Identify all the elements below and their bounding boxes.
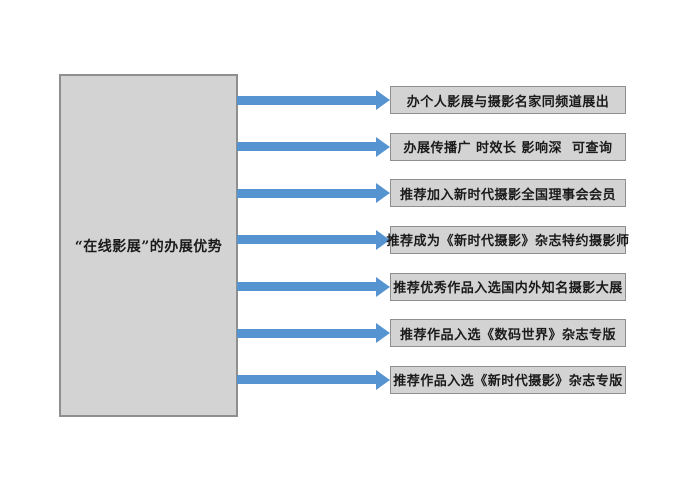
advantage-row: 推荐成为《新时代摄影》杂志特约摄影师: [237, 225, 629, 254]
arrow-shaft: [237, 235, 376, 245]
arrow-shaft: [237, 328, 376, 338]
arrow-head: [376, 323, 390, 344]
advantage-row: 推荐加入新时代摄影全国理事会会员: [237, 179, 626, 208]
arrow-shaft: [237, 375, 376, 385]
advantage-label: 推荐作品入选《数码世界》杂志专版: [399, 327, 616, 343]
advantage-box: 推荐加入新时代摄影全国理事会会员: [390, 179, 626, 208]
right-arrow-icon: [237, 133, 390, 161]
advantage-row: 办展传播广 时效长 影响深 可查询: [237, 132, 626, 161]
right-arrow-icon: [237, 86, 390, 114]
advantage-row: 推荐作品入选《数码世界》杂志专版: [237, 319, 626, 348]
arrow-shaft: [237, 95, 376, 105]
advantage-box: 办展传播广 时效长 影响深 可查询: [390, 132, 626, 161]
advantage-label: 推荐优秀作品入选国内外知名摄影大展: [393, 281, 623, 297]
advantage-box: 推荐优秀作品入选国内外知名摄影大展: [390, 272, 626, 301]
advantage-row: 办个人影展与摄影名家同频道展出: [237, 86, 626, 114]
right-arrow-icon: [237, 179, 390, 207]
arrow-shaft: [237, 142, 376, 152]
advantage-box: 办个人影展与摄影名家同频道展出: [390, 86, 626, 114]
advantage-box: 推荐作品入选《数码世界》杂志专版: [390, 319, 626, 348]
root-box: “在线影展”的办展优势: [59, 74, 238, 417]
arrow-head: [376, 276, 390, 297]
arrow-head: [376, 369, 390, 390]
advantage-label: 推荐加入新时代摄影全国理事会会员: [399, 187, 616, 203]
arrow-head: [376, 229, 390, 250]
advantage-box: 推荐作品入选《新时代摄影》杂志专版: [390, 365, 626, 394]
advantage-rows: 办个人影展与摄影名家同频道展出 办展传播广 时效长 影响深 可查询 推荐加入新时…: [237, 86, 629, 394]
right-arrow-icon: [237, 226, 390, 254]
arrow-shaft: [237, 188, 376, 198]
advantage-label: 推荐成为《新时代摄影》杂志特约摄影师: [386, 234, 630, 250]
advantage-row: 推荐优秀作品入选国内外知名摄影大展: [237, 272, 626, 301]
right-arrow-icon: [237, 366, 390, 394]
right-arrow-icon: [237, 319, 390, 347]
advantage-row: 推荐作品入选《新时代摄影》杂志专版: [237, 365, 626, 394]
arrow-head: [376, 90, 390, 110]
arrow-shaft: [237, 282, 376, 292]
root-box-label: “在线影展”的办展优势: [74, 238, 223, 255]
advantage-label: 办展传播广 时效长 影响深 可查询: [403, 141, 613, 157]
right-arrow-icon: [237, 273, 390, 301]
advantage-label: 办个人影展与摄影名家同频道展出: [406, 94, 610, 110]
arrow-head: [376, 183, 390, 204]
arrow-head: [376, 136, 390, 157]
advantage-label: 推荐作品入选《新时代摄影》杂志专版: [393, 374, 623, 390]
advantage-box: 推荐成为《新时代摄影》杂志特约摄影师: [387, 225, 629, 254]
